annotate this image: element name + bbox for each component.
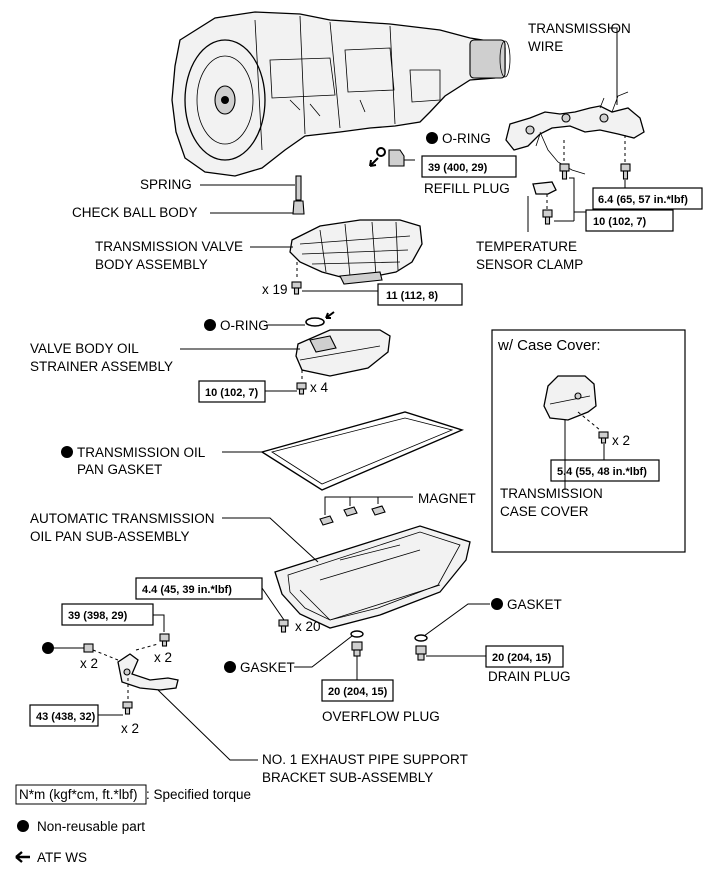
torque-cover: 5.4 (55, 48 in.*lbf) bbox=[557, 466, 647, 478]
valve-body bbox=[289, 219, 423, 285]
valve-label-2: BODY ASSEMBLY bbox=[95, 257, 208, 272]
torque-overflow: 20 (204, 15) bbox=[328, 686, 388, 698]
non-reusable-bullet-icon bbox=[204, 319, 216, 331]
transmission-housing bbox=[171, 11, 511, 177]
oil-pan bbox=[274, 525, 471, 629]
x2-cover-label: x 2 bbox=[612, 433, 630, 448]
x2-left-label: x 2 bbox=[80, 656, 98, 671]
case-cover-label-2: CASE COVER bbox=[500, 504, 589, 519]
non-reusable-bullet-icon bbox=[426, 132, 438, 144]
bolt-icon bbox=[291, 281, 302, 295]
case-cover-panel bbox=[491, 329, 686, 553]
non-reusable-bullet-icon bbox=[61, 446, 73, 458]
x20-label: x 20 bbox=[295, 619, 321, 634]
nut-icon bbox=[83, 643, 94, 653]
temperature-sensor-clamp bbox=[532, 181, 557, 195]
transmission-wire bbox=[505, 91, 645, 175]
clamp-label-2: SENSOR CLAMP bbox=[476, 257, 583, 272]
wire-label-2: WIRE bbox=[528, 39, 563, 54]
clamp-label-1: TEMPERATURE bbox=[476, 239, 577, 254]
gasket-mid-label: GASKET bbox=[240, 660, 295, 675]
legend-torque-unit: N*m (kgf*cm, ft.*lbf) bbox=[19, 787, 138, 802]
torque-refill: 39 (400, 29) bbox=[428, 162, 488, 174]
torque-strainer: 10 (102, 7) bbox=[205, 387, 259, 399]
o-ring-mid-label: O-RING bbox=[220, 318, 269, 333]
bracket-label-2: BRACKET SUB-ASSEMBLY bbox=[262, 770, 433, 785]
spring bbox=[295, 175, 302, 201]
exhaust-pipe-support-bracket bbox=[117, 653, 179, 691]
oil-pan-gasket bbox=[260, 411, 465, 491]
refill-plug-label: REFILL PLUG bbox=[424, 181, 510, 196]
bolt-icon bbox=[559, 163, 631, 180]
torque-pan: 4.4 (45, 39 in.*lbf) bbox=[142, 584, 232, 596]
bolt-icon bbox=[122, 701, 133, 715]
drain-plug-label: DRAIN PLUG bbox=[488, 669, 571, 684]
pan-gasket-label-2: PAN GASKET bbox=[77, 462, 162, 477]
non-reusable-bullet-icon bbox=[17, 820, 29, 832]
bracket-label-1: NO. 1 EXHAUST PIPE SUPPORT bbox=[262, 752, 468, 767]
strainer-label-1: VALVE BODY OIL bbox=[30, 341, 139, 356]
atf-arrow-icon bbox=[15, 851, 30, 863]
x2-bottom-label: x 2 bbox=[121, 721, 139, 736]
pan-gasket-label-1: TRANSMISSION OIL bbox=[77, 445, 206, 460]
torque-bracket-bottom: 43 (438, 32) bbox=[36, 711, 96, 723]
bolt-icon bbox=[542, 209, 553, 225]
gasket-right-label: GASKET bbox=[507, 597, 562, 612]
valve-label-1: TRANSMISSION VALVE bbox=[95, 239, 243, 254]
torque-clamp: 10 (102, 7) bbox=[593, 216, 647, 228]
legend-atf: ATF WS bbox=[37, 850, 87, 865]
legend-torque-text: : Specified torque bbox=[146, 787, 251, 802]
valve-body-oil-strainer bbox=[295, 329, 391, 377]
torque-bracket-top: 39 (398, 29) bbox=[68, 610, 128, 622]
non-reusable-bullet-icon bbox=[491, 598, 503, 610]
check-ball-body bbox=[292, 200, 305, 215]
non-reusable-bullet-icon bbox=[42, 642, 54, 654]
torque-drain: 20 (204, 15) bbox=[492, 652, 552, 664]
bolt-icon bbox=[159, 633, 170, 647]
oil-pan-label-2: OIL PAN SUB-ASSEMBLY bbox=[30, 529, 190, 544]
magnet-label: MAGNET bbox=[418, 491, 476, 506]
o-ring-top-label: O-RING bbox=[442, 131, 491, 146]
torque-wire: 6.4 (65, 57 in.*lbf) bbox=[598, 194, 688, 206]
torque-valve: 11 (112, 8) bbox=[386, 290, 438, 302]
overflow-plug bbox=[351, 641, 363, 657]
overflow-plug-label: OVERFLOW PLUG bbox=[322, 709, 440, 724]
legend-non-reusable: Non-reusable part bbox=[37, 819, 145, 834]
bolt-icon bbox=[278, 619, 289, 633]
x2-mid-label: x 2 bbox=[154, 650, 172, 665]
x4-label: x 4 bbox=[310, 380, 329, 395]
transmission-case-cover bbox=[543, 375, 597, 421]
o-ring-refill bbox=[369, 147, 415, 167]
bolt-icon bbox=[296, 382, 307, 395]
drain-plug bbox=[415, 645, 427, 661]
wire-label-1: TRANSMISSION bbox=[528, 21, 631, 36]
magnet bbox=[319, 505, 386, 526]
strainer-label-2: STRAINER ASSEMBLY bbox=[30, 359, 173, 374]
x19-label: x 19 bbox=[262, 282, 288, 297]
case-cover-label-1: TRANSMISSION bbox=[500, 486, 603, 501]
bolt-icon bbox=[598, 431, 609, 444]
spring-label: SPRING bbox=[140, 177, 192, 192]
check-ball-label: CHECK BALL BODY bbox=[72, 205, 198, 220]
non-reusable-bullet-icon bbox=[224, 661, 236, 673]
case-cover-title: w/ Case Cover: bbox=[497, 337, 601, 354]
oil-pan-label-1: AUTOMATIC TRANSMISSION bbox=[30, 511, 215, 526]
